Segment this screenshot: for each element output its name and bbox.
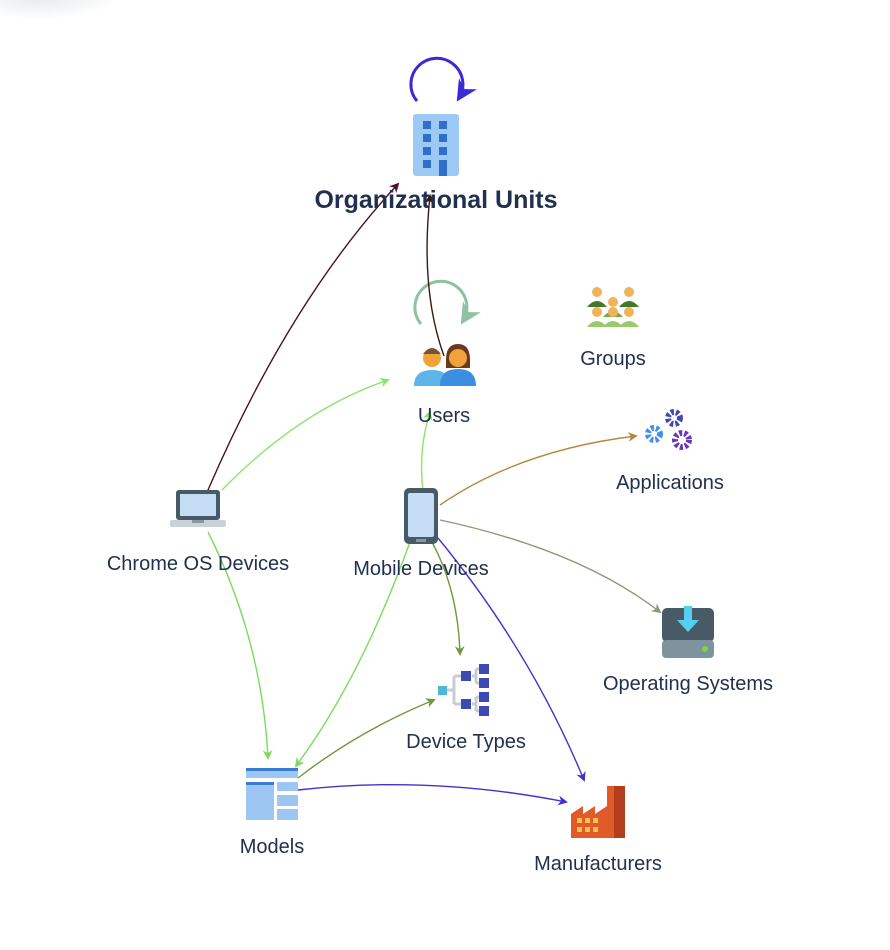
edge-mobile-to-models	[294, 541, 411, 768]
node-label-groups[interactable]: Groups	[580, 348, 646, 370]
node-label-manufacturers[interactable]: Manufacturers	[534, 853, 662, 875]
edge-mobile-to-users	[420, 410, 433, 491]
node-label-chrome-os[interactable]: Chrome OS Devices	[106, 553, 290, 575]
table-layout-icon	[246, 768, 298, 820]
node-label-users[interactable]: Users	[417, 405, 471, 427]
users-icon	[414, 344, 476, 386]
hierarchy-icon	[438, 664, 489, 716]
smartphone-icon	[404, 488, 438, 544]
edge-models-to-device_types	[297, 698, 436, 779]
edge-mobile-to-manufacturers	[437, 537, 586, 782]
edge-users-to-org_units	[424, 194, 445, 357]
node-label-operating-systems[interactable]: Operating Systems	[602, 673, 774, 695]
laptop-icon	[170, 490, 226, 527]
groups-icon	[587, 287, 639, 327]
gears-icon	[645, 409, 692, 450]
edge-chrome_os-to-org_units	[207, 182, 400, 491]
building-icon	[413, 114, 459, 176]
window-shadow	[0, 0, 120, 20]
edge-chrome_os-to-models	[207, 531, 273, 760]
edge-models-to-manufacturers	[297, 783, 568, 806]
edge-mobile-to-operating_systems	[439, 519, 662, 614]
node-label-device-types[interactable]: Device Types	[406, 731, 526, 753]
edges-layer	[207, 56, 662, 806]
node-label-mobile[interactable]: Mobile Devices	[353, 558, 489, 580]
node-label-org-units[interactable]: Organizational Units	[314, 186, 558, 214]
edge-mobile-to-device_types	[431, 541, 465, 656]
icons-layer	[170, 114, 714, 838]
edge-chrome_os-to-users	[221, 377, 390, 491]
node-label-models[interactable]: Models	[239, 836, 305, 858]
factory-icon	[571, 786, 625, 838]
edge-users-to-users	[413, 279, 481, 325]
edge-org_units-to-org_units	[409, 56, 477, 102]
drive-download-icon	[662, 606, 714, 658]
node-label-applications[interactable]: Applications	[616, 472, 724, 494]
edge-mobile-to-applications	[439, 432, 638, 506]
